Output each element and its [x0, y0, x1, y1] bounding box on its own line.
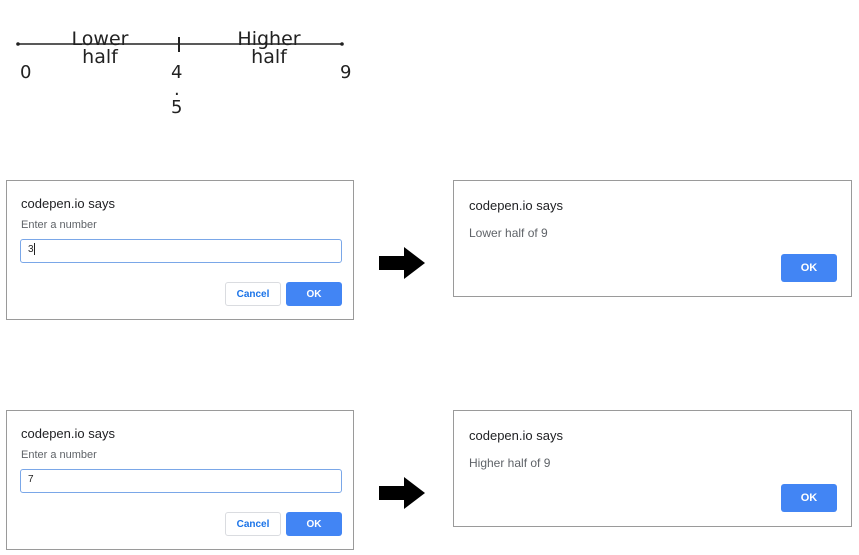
cancel-button[interactable]: Cancel [225, 282, 281, 306]
alert-dialog: codepen.io says Lower half of 9 OK [453, 180, 852, 297]
dialog-message: Lower half of 9 [469, 226, 548, 240]
ok-button[interactable]: OK [286, 512, 342, 536]
number-input[interactable]: 7 [20, 469, 342, 493]
right-arrow-icon [379, 247, 425, 279]
higher-half-label: Higher half [237, 28, 301, 68]
ok-button[interactable]: OK [781, 484, 837, 512]
lower-half-label: Lower half [71, 28, 129, 68]
start-value: 0 [20, 62, 32, 83]
number-line-axis [16, 37, 344, 52]
right-arrow-icon [379, 477, 425, 509]
prompt-dialog: codepen.io says Enter a number 3 Cancel … [6, 180, 354, 320]
dialog-title: codepen.io says [469, 428, 563, 443]
number-line-diagram: Lower half Higher half 0 4 . 5 9 [0, 0, 370, 130]
number-input[interactable]: 3 [20, 239, 342, 263]
ok-button[interactable]: OK [286, 282, 342, 306]
dialog-title: codepen.io says [21, 196, 115, 211]
dialog-message: Enter a number [21, 219, 97, 231]
dialog-message: Higher half of 9 [469, 456, 551, 470]
ok-button[interactable]: OK [781, 254, 837, 282]
cancel-button[interactable]: Cancel [225, 512, 281, 536]
dialog-title: codepen.io says [469, 198, 563, 213]
alert-dialog: codepen.io says Higher half of 9 OK [453, 410, 852, 527]
midpoint-value-integer: 4 [171, 62, 183, 83]
dialog-title: codepen.io says [21, 426, 115, 441]
dialog-message: Enter a number [21, 449, 97, 461]
prompt-dialog: codepen.io says Enter a number 7 Cancel … [6, 410, 354, 550]
end-value: 9 [340, 62, 352, 83]
midpoint-value-decimal: 5 [171, 97, 183, 118]
midpoint-decimal-point: . [174, 79, 180, 100]
